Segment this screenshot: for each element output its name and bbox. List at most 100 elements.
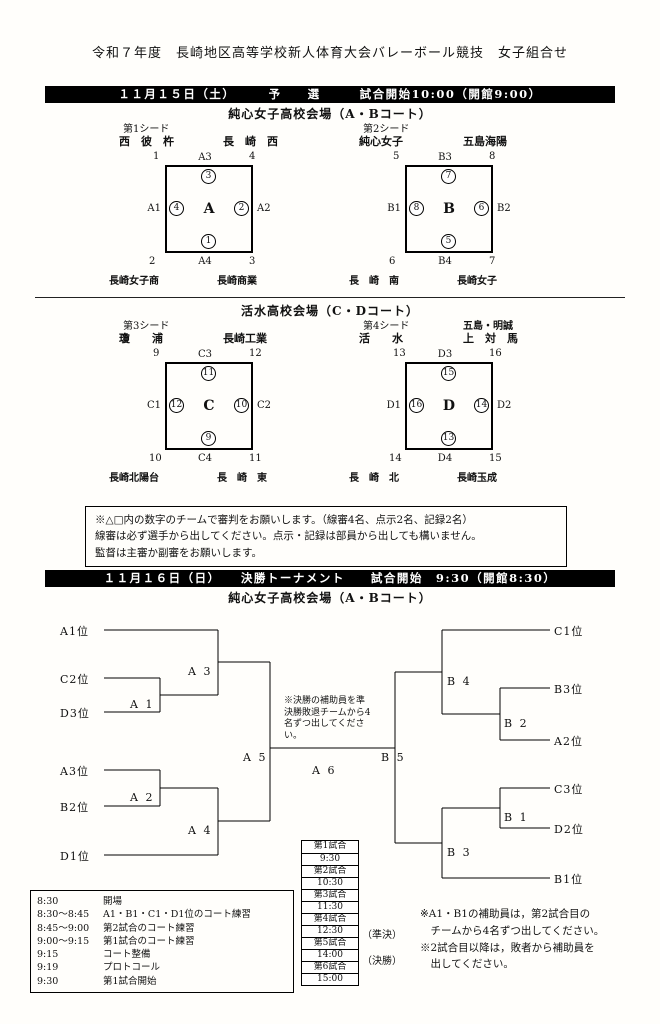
entry-number-5: 5 bbox=[393, 151, 400, 162]
court-b-square bbox=[405, 165, 493, 253]
bracket-match-a3: A 3 bbox=[188, 665, 213, 678]
match-label-d3: D3 bbox=[437, 349, 453, 360]
match-label: 第1試合 bbox=[313, 841, 347, 851]
bracket-match-a4: A 4 bbox=[188, 824, 213, 837]
entry-c3: C3位 bbox=[554, 783, 584, 796]
referee-circle: 12 bbox=[169, 398, 184, 413]
entry-number-1: 1 bbox=[153, 151, 160, 162]
referee-note-box: ※△□内の数字のチームで審判をお願いします。（線審4名、点示2名、記録2名） 線… bbox=[85, 506, 567, 567]
court-d-square bbox=[405, 362, 493, 450]
team-junshinjoshi: 純心女子 bbox=[359, 135, 403, 148]
match-time: 14:00 bbox=[302, 949, 358, 961]
match-label-d4: D4 bbox=[437, 453, 453, 464]
bracket-match-a2: A 2 bbox=[130, 791, 155, 804]
schedule-desc: 開場 bbox=[103, 896, 123, 907]
schedule-desc: 第1試合のコート練習 bbox=[103, 935, 195, 947]
note-line-3: 監督は主審か副審をお願いします。 bbox=[95, 546, 262, 559]
entry-d3: D3位 bbox=[60, 707, 90, 720]
entry-number-16: 16 bbox=[489, 348, 502, 359]
team-nagasakiminami: 長 崎 南 bbox=[349, 276, 399, 287]
seed4-label: 第4シード bbox=[363, 321, 410, 332]
schedule-time: 9:19 bbox=[37, 962, 59, 974]
court-c-square bbox=[165, 362, 253, 450]
section-divider bbox=[35, 297, 625, 298]
court-b-letter: B bbox=[443, 201, 455, 217]
match-label: 第5試合 bbox=[302, 937, 358, 949]
match-label-d2: D2 bbox=[497, 400, 512, 411]
final-annotation: （決勝） bbox=[362, 956, 402, 967]
entry-c2: C2位 bbox=[60, 673, 90, 686]
seed3-label: 第3シード bbox=[123, 321, 170, 332]
page-title: 令和７年度 長崎地区高等学校新人体育大会バレーボール競技 女子組合せ bbox=[91, 46, 568, 61]
day2-venue-heading: 純心女子高校会場（A・Bコート） bbox=[228, 591, 432, 605]
referee-circle: 15 bbox=[441, 366, 456, 381]
match-label: 第6試合 bbox=[302, 961, 358, 973]
day2-header-bar: １１月１６日（日） 決勝トーナメント 試合開始 9:30（開館8:30） bbox=[45, 570, 615, 587]
schedule-line: 9:00～9:15 第1試合のコート練習 bbox=[37, 935, 287, 948]
referee-circle: 6 bbox=[474, 201, 489, 216]
match-label: 第2試合 bbox=[302, 865, 358, 877]
referee-circle: 8 bbox=[409, 201, 424, 216]
schedule-time: 9:15 bbox=[37, 949, 59, 961]
team-nagasakihokuyodai: 長崎北陽台 bbox=[109, 473, 159, 484]
match-time: 10:30 bbox=[302, 877, 358, 889]
entry-number-12: 12 bbox=[249, 348, 262, 359]
court-b-block: 第2シード 純心女子 五島海陽 5 8 B B3 B4 B1 B2 7 5 8 … bbox=[335, 120, 565, 292]
final-helpers-note: ※決勝の補助員を準決勝敗退チームから4名ずつ出してください。 bbox=[284, 696, 371, 742]
court-c-block: 第3シード 瓊 浦 長崎工業 9 12 C C3 C4 C1 C2 11 9 1… bbox=[95, 317, 325, 489]
team-goto-meisei: 五島・明誠 bbox=[463, 321, 513, 332]
match-time: 9:30 bbox=[302, 853, 358, 865]
schedule-line: 8:30 開場 bbox=[37, 895, 287, 908]
schedule-desc: 第2試合のコート練習 bbox=[103, 922, 195, 934]
entry-number-2: 2 bbox=[149, 256, 156, 267]
team-nishisonogi: 西 彼 杵 bbox=[119, 135, 174, 148]
team-keiho: 瓊 浦 bbox=[119, 332, 163, 345]
match-label-a3: A3 bbox=[198, 152, 212, 163]
schedule-time: 9:00～9:15 bbox=[37, 935, 90, 947]
entry-number-13: 13 bbox=[393, 348, 406, 359]
team-nagasakihigashi: 長 崎 東 bbox=[217, 473, 267, 484]
match-label-b4: B4 bbox=[438, 256, 452, 267]
referee-circle: 11 bbox=[201, 366, 216, 381]
seed1-label: 第1シード bbox=[123, 124, 170, 135]
referee-circle: 7 bbox=[441, 169, 456, 184]
day1-header-bar: １１月１５日（土） 予 選 試合開始10:00（開館9:00） bbox=[45, 86, 615, 103]
match-label-c1: C1 bbox=[146, 400, 161, 411]
match-time-table: 第1試合 9:30 第2試合 10:30 第3試合 11:30 第4試合 12:… bbox=[301, 840, 359, 986]
team-nagasakikogyo: 長崎工業 bbox=[223, 332, 267, 345]
court-a-block: 第1シード 西 彼 杵 長 崎 西 1 4 A A3 A4 A1 A2 3 1 … bbox=[95, 120, 325, 292]
referee-circle: 2 bbox=[234, 201, 249, 216]
entry-number-4: 4 bbox=[249, 151, 256, 162]
bracket-match-b1: B 1 bbox=[504, 811, 529, 824]
court-a-letter: A bbox=[203, 201, 215, 217]
match-time: 12:30 bbox=[302, 925, 358, 937]
entry-a2: A2位 bbox=[554, 735, 583, 748]
venue1-heading: 純心女子高校会場（A・Bコート） bbox=[228, 107, 432, 121]
entry-b2: B2位 bbox=[60, 801, 90, 814]
team-nagasakinishi: 長 崎 西 bbox=[223, 135, 278, 148]
referee-circle: 3 bbox=[201, 169, 216, 184]
schedule-desc: A1・B1・C1・D1位のコート練習 bbox=[103, 909, 251, 921]
schedule-time: 8:30～8:45 bbox=[37, 909, 90, 921]
match-label-b2: B2 bbox=[497, 203, 511, 214]
team-nagasakishogyo: 長崎商業 bbox=[217, 276, 257, 287]
entry-d1: D1位 bbox=[60, 850, 90, 863]
team-nagasakijoshi: 長崎女子 bbox=[457, 276, 497, 287]
entry-b1: B1位 bbox=[554, 873, 584, 886]
note-line-1: ※△□内の数字のチームで審判をお願いします。（線審4名、点示2名、記録2名） bbox=[95, 514, 473, 526]
helper-notes: ※A1・B1の補助員は，第2試合目の チームから4名ずつ出してください。 ※2試… bbox=[420, 906, 604, 973]
schedule-desc: コート整備 bbox=[103, 949, 151, 961]
helper-note-line-3: ※2試合目以降は，敗者から補助員を bbox=[420, 941, 595, 954]
referee-circle: 14 bbox=[474, 398, 489, 413]
bracket-match-b3: B 3 bbox=[447, 846, 472, 859]
team-nagasakigyokusei: 長崎玉成 bbox=[457, 473, 497, 484]
schedule-time: 9:30 bbox=[37, 975, 59, 987]
note-line-2: 線審は必ず選手から出してください。点示・記録は部員から出しても構いません。 bbox=[95, 530, 482, 543]
bracket-lines bbox=[104, 629, 550, 879]
entry-number-7: 7 bbox=[489, 256, 496, 267]
court-d-block: 第4シード 活 水 五島・明誠 上 対 馬 13 16 D D3 D4 D1 D… bbox=[335, 317, 565, 489]
match-label-c4: C4 bbox=[197, 453, 212, 464]
bracket-match-a5: A 5 bbox=[243, 751, 268, 764]
team-gotokaiyo: 五島海陽 bbox=[463, 135, 507, 148]
referee-circle: 1 bbox=[201, 234, 216, 249]
